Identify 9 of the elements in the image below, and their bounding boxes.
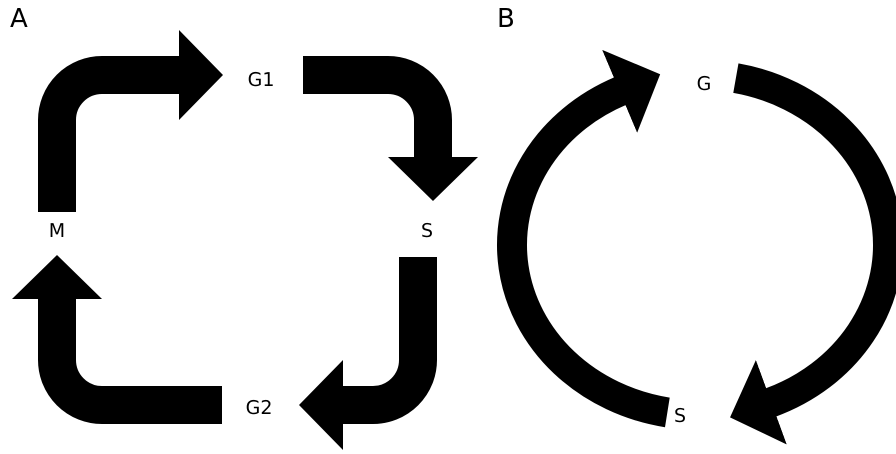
block-arrow xyxy=(12,255,222,424)
panel-label: A xyxy=(10,6,28,32)
stage-label: G2 xyxy=(246,396,272,418)
stage-label: S xyxy=(674,404,686,426)
stage-label: G xyxy=(696,72,712,94)
stage-label: G1 xyxy=(248,68,274,90)
stage-label: M xyxy=(48,220,66,242)
panel-label: B xyxy=(497,6,515,32)
stage-label: S xyxy=(420,220,434,242)
